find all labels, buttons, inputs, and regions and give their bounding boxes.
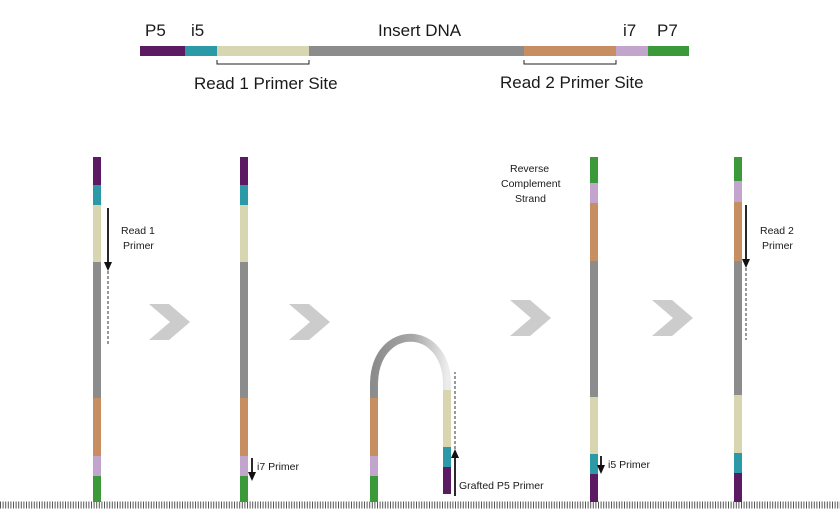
p7-segment (590, 157, 598, 183)
insert-dna-label: Insert DNA (378, 21, 462, 40)
i5-segment (590, 454, 598, 474)
read1-primer-label-line2: Primer (123, 240, 154, 252)
read1-site-bracket (216, 60, 310, 65)
p7-segment (370, 476, 378, 502)
p7-label: P7 (657, 21, 678, 40)
strand-step-1: Read 1 Primer (93, 157, 155, 502)
i5-primer-label: i5 Primer (608, 459, 651, 471)
insert-segment (240, 262, 248, 398)
p7-segment (734, 157, 742, 181)
chevron-right-icon (149, 304, 190, 340)
read1-segment (590, 397, 598, 454)
i5-segment (734, 453, 742, 473)
insert-segment (93, 262, 101, 398)
strand-step-4: Reverse Complement Strand i5 Primer (501, 157, 651, 502)
read2-segment (734, 202, 742, 261)
read2-site-label: Read 2 Primer Site (500, 73, 644, 92)
insert-segment (590, 261, 598, 397)
reverse-complement-label-line1: Reverse (510, 163, 549, 175)
i7-segment (370, 456, 378, 476)
read1-segment (443, 390, 451, 447)
read2-site-bracket (523, 60, 617, 65)
p7-segment (648, 46, 689, 56)
read1-primer-site-segment (217, 46, 309, 56)
p5-segment (140, 46, 185, 56)
read1-segment (93, 205, 101, 262)
i7-segment (590, 183, 598, 203)
insert-segment (734, 261, 742, 395)
read2-segment (590, 203, 598, 261)
read1-primer-label-line1: Read 1 (121, 225, 155, 237)
arrow-down-icon (597, 456, 605, 474)
strand-step-2: i7 Primer (240, 157, 300, 502)
read2-primer-label-line1: Read 2 (760, 225, 794, 237)
i5-segment (93, 185, 101, 205)
chevron-right-icon (289, 304, 330, 340)
p5-segment (590, 474, 598, 502)
arrow-down-icon (742, 205, 750, 340)
reverse-complement-label-line3: Strand (515, 193, 546, 205)
insert-dna-segment (309, 46, 524, 56)
i5-segment (185, 46, 217, 56)
read2-segment (370, 398, 378, 456)
read2-primer-site-segment (524, 46, 616, 56)
grafted-p5-primer-label: Grafted P5 Primer (459, 480, 544, 492)
i7-primer-label: i7 Primer (257, 461, 300, 473)
i7-segment (734, 181, 742, 202)
p7-segment (240, 476, 248, 502)
strand-step-5: Read 2 Primer (734, 157, 794, 502)
arrow-up-icon (451, 372, 459, 496)
p5-segment (240, 157, 248, 185)
p7-segment (93, 476, 101, 502)
bridge-arch (370, 333, 451, 400)
p5-segment (93, 157, 101, 185)
i7-segment (93, 456, 101, 476)
read2-segment (240, 398, 248, 456)
i7-label: i7 (623, 21, 636, 40)
i5-segment (443, 447, 451, 467)
arrow-down-icon (248, 458, 256, 481)
p5-segment (443, 467, 451, 494)
bridge-strand: Grafted P5 Primer (370, 333, 544, 502)
i7-segment (616, 46, 648, 56)
read2-segment (93, 398, 101, 456)
i7-segment (240, 456, 248, 476)
chevron-right-icon (652, 300, 693, 336)
p5-segment (734, 473, 742, 502)
reverse-complement-label-line2: Complement (501, 178, 561, 190)
read2-primer-label-line2: Primer (762, 240, 793, 252)
library-construct: P5 i5 Insert DNA i7 P7 Read 1 Primer Sit… (140, 21, 689, 93)
i5-segment (240, 185, 248, 205)
chevron-right-icon (510, 300, 551, 336)
read1-segment (240, 205, 248, 262)
arrow-down-icon (104, 208, 112, 346)
read1-segment (734, 395, 742, 453)
i5-label: i5 (191, 21, 204, 40)
p5-label: P5 (145, 21, 166, 40)
read1-site-label: Read 1 Primer Site (194, 74, 338, 93)
